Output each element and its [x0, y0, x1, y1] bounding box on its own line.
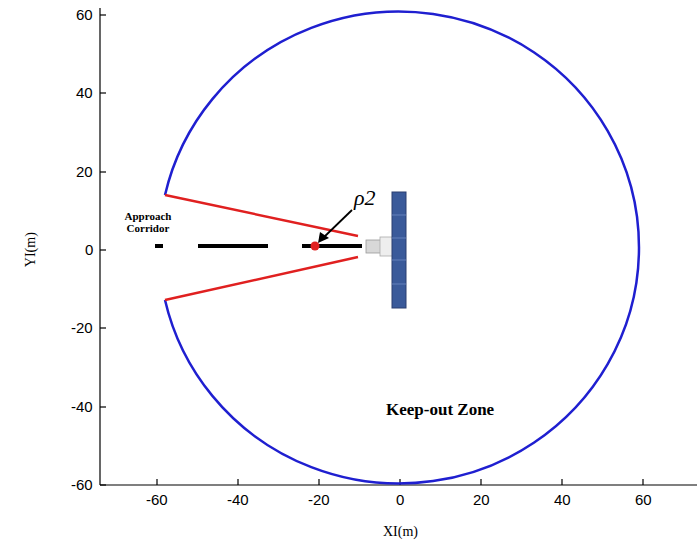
keep-out-boundary: [165, 12, 639, 484]
tick-label: 0: [396, 492, 404, 509]
pointer-arrow: [318, 210, 352, 243]
tick-label: 40: [554, 492, 571, 509]
tick-label: -40: [227, 492, 249, 509]
tick-label: 60: [635, 492, 652, 509]
zone-label: Keep-out Zone: [386, 401, 494, 420]
tick-label: 0: [85, 242, 93, 259]
axis-title: XI(m): [383, 524, 418, 539]
tick-label: -60: [71, 477, 93, 494]
tick-label: 20: [473, 492, 490, 509]
axis-title: YI(m): [23, 232, 38, 267]
tick-label: 20: [76, 164, 93, 181]
trajectory: [155, 244, 362, 248]
axes: [100, 8, 697, 485]
corridor-label: Approach Corridor: [113, 210, 183, 234]
tick-label: 60: [76, 7, 93, 24]
tick-label: -60: [146, 492, 168, 509]
tick-label: -20: [308, 492, 330, 509]
tick-label: -40: [71, 399, 93, 416]
tick-label: -20: [71, 320, 93, 337]
tick-label: 40: [76, 85, 93, 102]
point-label: ρ2: [354, 186, 376, 210]
